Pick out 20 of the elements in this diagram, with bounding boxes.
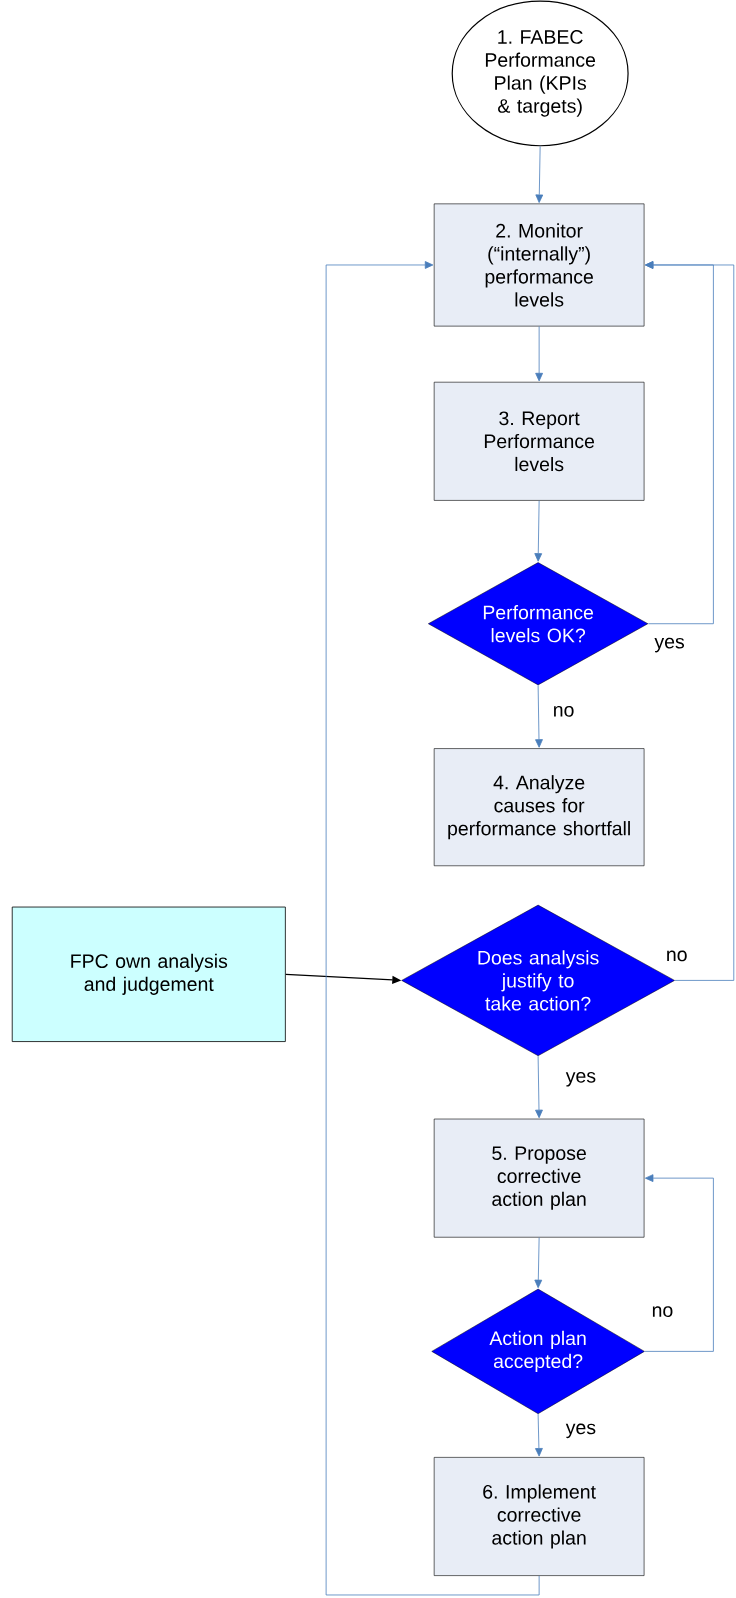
arrow: [644, 1174, 714, 1352]
arrow: [535, 326, 544, 382]
input-box: FPC own analysis and judgement: [11, 906, 286, 1042]
arrow: [325, 261, 540, 1596]
edge-label: yes: [564, 1071, 598, 1088]
arrow: [534, 1237, 543, 1289]
arrow: [534, 500, 543, 562]
process-box: 3. Report Performance levels: [433, 381, 645, 501]
edge-label: no: [551, 705, 576, 718]
arrow: [535, 684, 543, 748]
arrow: [535, 1055, 543, 1119]
arrow: [535, 145, 544, 203]
process-box: 5. Propose corrective action plan: [433, 1118, 645, 1238]
process-box: 6. Implement corrective action plan: [433, 1457, 645, 1576]
process-box: 4. Analyze causes for performance shortfall: [433, 748, 645, 867]
arrow: [535, 1413, 543, 1457]
edge-label: no: [650, 1305, 675, 1318]
process-box: 2. Monitor (“internally”) performance levels: [433, 203, 645, 327]
ellipse-node: 1. FABEC Performance Plan (KPIs & targets): [451, 0, 629, 147]
arrow: [645, 261, 735, 981]
